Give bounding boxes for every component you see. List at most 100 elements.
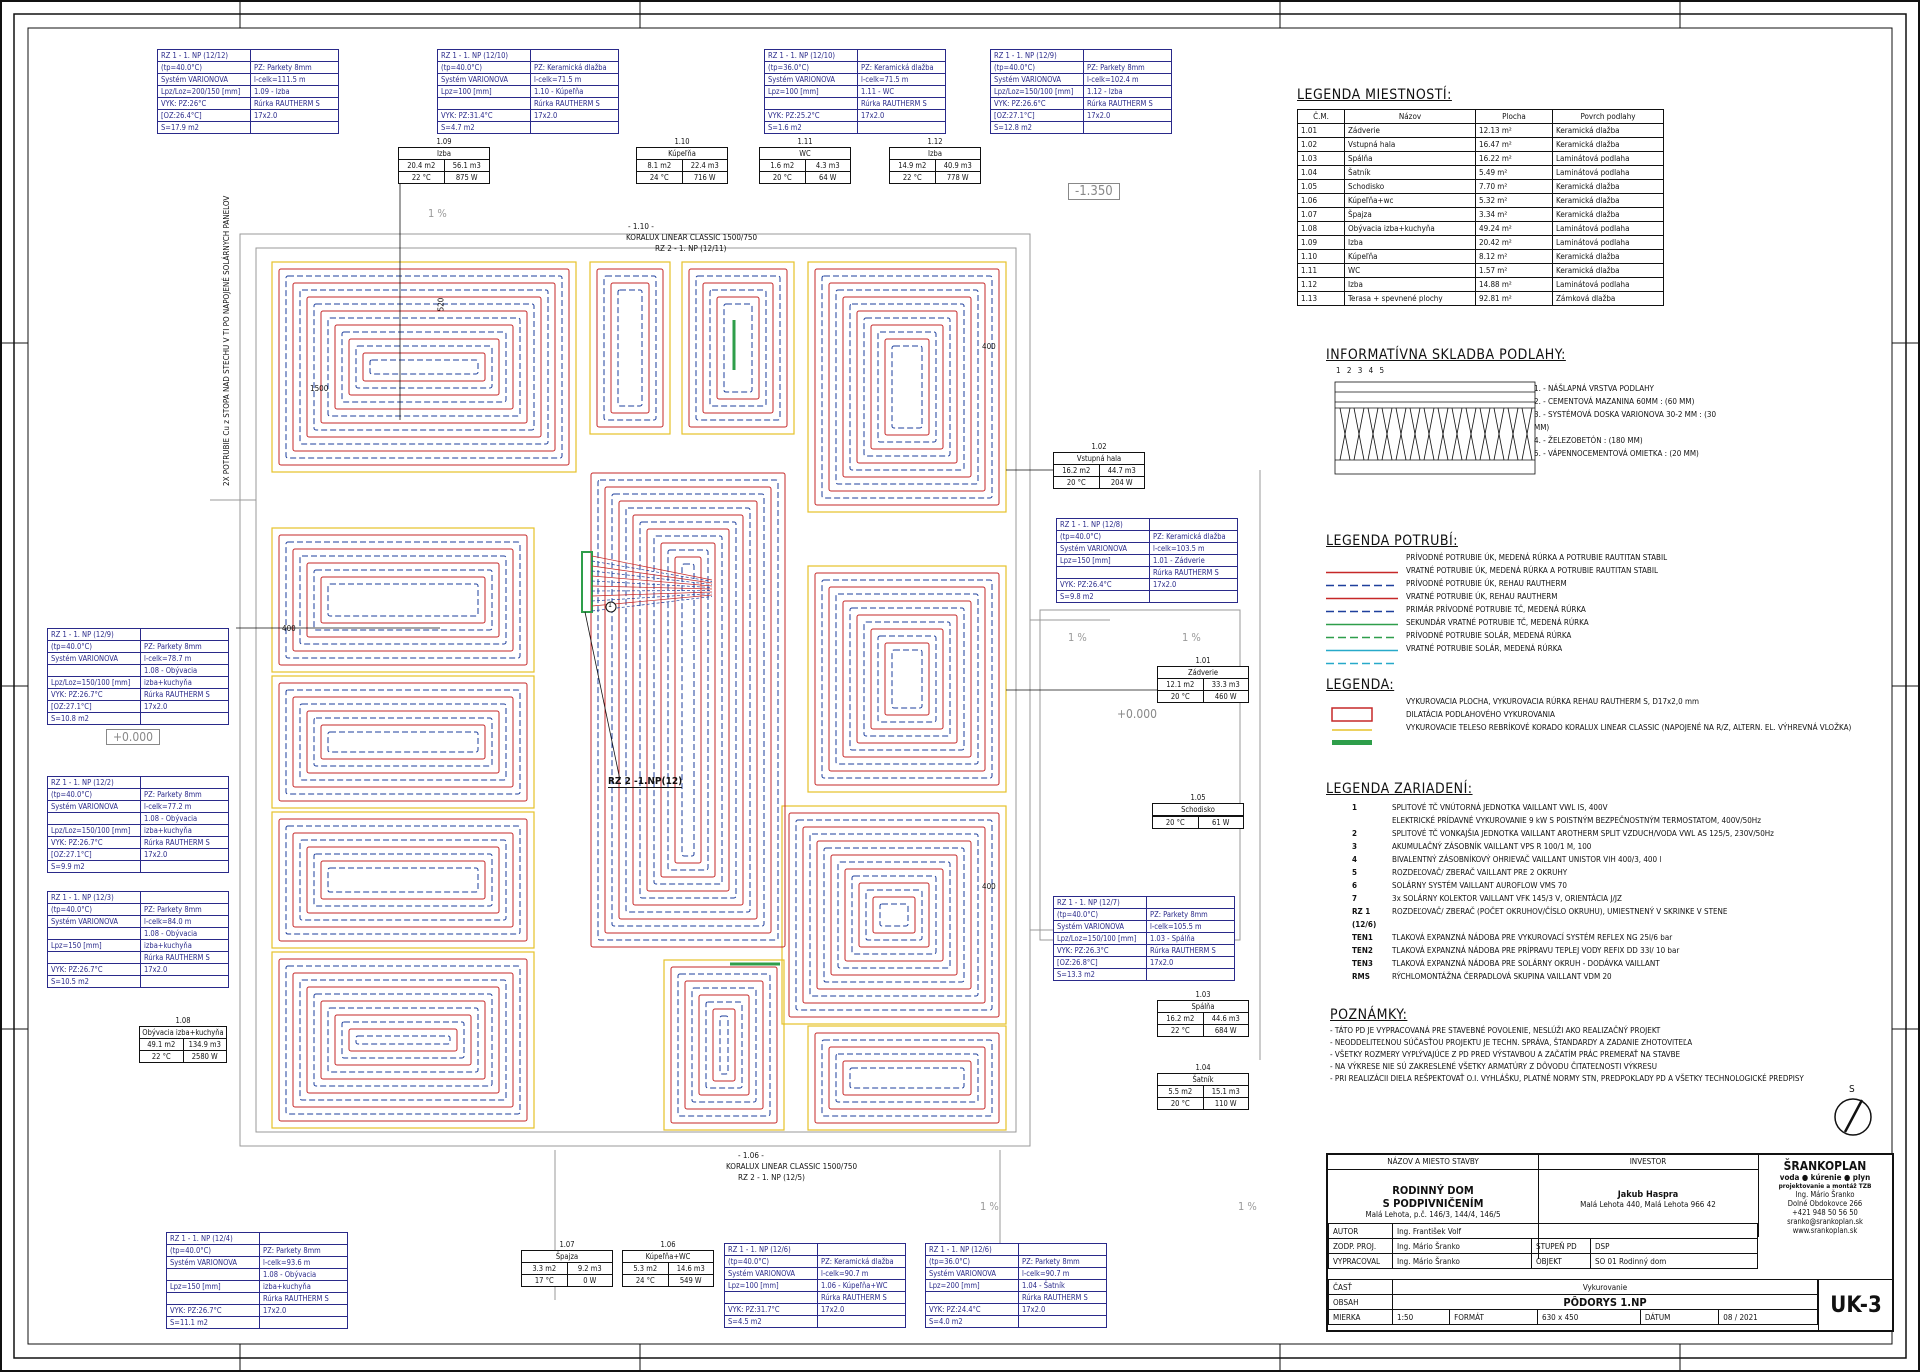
pipe-legend-item: PRÍVODNÉ POTRUBIE ÚK, MEDENÁ RÚRKA A POT… [1406,551,1886,564]
general-legend: LEGENDA: VYKUROVACIA PLOCHA, VYKUROVACIA… [1326,677,1906,734]
circuit-info-cell: VYK: PZ:25.2°C [765,110,858,121]
circuit-info-cell [926,1292,1019,1303]
vertical-note: 2X POTRUBIE Cu z STOPA NAD STECHU V TI P… [222,195,231,486]
rooms-table-cell: Spálňa [1344,151,1476,166]
circuit-info-cell: (tp=40.0°C) [158,62,251,73]
circuit-info-cell: l-celk=105.5 m [1150,922,1202,931]
circuit-info-cell: 17x2.0 [144,965,168,974]
room-number: 1.07 [559,1240,575,1249]
slope-label: 1 % [1068,631,1087,644]
north-label: S [1849,1084,1855,1095]
circuit-info-box: RZ 1 - 1. NP (12/10)(tp=40.0°C)PZ: Keram… [437,49,619,134]
pipe-legend-item: VRATNÉ POTRUBIE ÚK, MEDENÁ RÚRKA A POTRU… [1406,564,1886,577]
equipment-legend-title: LEGENDA ZARIADENÍ: [1326,781,1473,797]
circuit-info-cell: PZ: Keramická dlažba [821,1257,894,1266]
circuit-info-cell: Rúrka RAUTHERM S [263,1294,329,1303]
rooms-table-cell: Keramická dlažba [1552,263,1664,278]
room-temp: 20 °C [1158,691,1204,702]
rooms-table-cell: Kúpeľňa+wc [1344,193,1476,208]
circuit-info-cell: RZ 1 - 1. NP (12/2) [48,777,141,788]
circuit-info-cell: Lpz/Loz=150/100 [mm] [1054,933,1147,944]
room-volume: 44.6 m3 [1211,1014,1240,1023]
circuit-info-cell: l-celk=90.7 m [821,1269,869,1278]
room-number: 1.09 [436,137,452,146]
circuit-info-cell: Systém VARIONOVA [48,653,141,664]
room-name: Špajza [522,1251,612,1263]
room-number: 1.12 [927,137,943,146]
equipment-desc: RÝCHLOMONTÁŽNA ČERPADLOVÁ SKUPINA VAILLA… [1392,972,1612,981]
circuit-info-cell: l-celk=71.5 m [861,75,909,84]
room-name: Izba [890,148,980,160]
rooms-table-cell: 1.04 [1297,165,1345,180]
circuit-info-cell: VYK: PZ:24.4°C [926,1304,1019,1315]
circuit-info-cell: 17x2.0 [263,1306,287,1315]
room-power: 61 W [1212,818,1230,827]
circuit-info-cell [141,861,228,872]
circuit-info-cell: 1.09 - Izba [254,87,290,96]
room-temp: 22 °C [399,172,445,183]
circuit-info-cell: Rúrka RAUTHERM S [1150,946,1216,955]
objekt: SO 01 Rodinný dom [1590,1253,1758,1269]
general-legend-title: LEGENDA: [1326,677,1395,693]
circuit-info-cell: Rúrka RAUTHERM S [1153,568,1219,577]
rooms-table-cell: 5.32 m² [1475,193,1553,208]
circuit-info-cell: PZ: Parkety 8mm [144,905,202,914]
circuit-info-cell: S=4.7 m2 [438,122,531,133]
room-number: 1.05 [1190,793,1206,802]
circuit-info-cell: PZ: Parkety 8mm [144,790,202,799]
equipment-desc: ROZDEĽOVAČ/ ZBERAČ VAILLANT PRE 2 OKRUHY [1392,868,1568,877]
room-area: 12.1 m2 [1158,679,1204,690]
equipment-key: TEN2 [1352,946,1373,955]
circuit-info-cell: l-celk=84.0 m [144,917,192,926]
circuit-info-cell: (tp=40.0°C) [438,62,531,73]
rooms-table-cell: 5.49 m² [1475,165,1553,180]
circuit-info-cell: Systém VARIONOVA [438,74,531,85]
circuit-info-cell: 1.08 - Obývacia [144,666,198,675]
objekt-label: OBJEKT [1531,1253,1591,1269]
circuit-info-cell [48,952,141,963]
circuit-info-cell: (tp=36.0°C) [765,62,858,73]
vyprac-label: VYPRACOVAL [1328,1253,1393,1269]
room-volume: 22.4 m3 [690,161,719,170]
circuit-info-cell: S=1.6 m2 [765,122,858,133]
equipment-desc: TLAKOVÁ EXPANZNÁ NÁDOBA PRE SOLÁRNY OKRU… [1392,959,1660,968]
room-power: 684 W [1214,1026,1237,1035]
circuit-info-cell: l-celk=78.7 m [144,654,192,663]
mierka: 1:50 [1391,1309,1451,1325]
circuit-info-cell: 1.10 - Kúpeľňa [534,87,584,96]
note-item: - VŠETKY ROZMERY VYPLÝVAJÚCE Z PD PRED V… [1330,1050,1681,1059]
pipes-legend: LEGENDA POTRUBÍ: PRÍVODNÉ POTRUBIE ÚK, M… [1326,534,1886,655]
circuit-info-cell [251,50,338,61]
rooms-table-cell: 92.81 m² [1475,291,1553,306]
circuit-info-cell: l-celk=90.7 m [1022,1269,1070,1278]
room-temp: 20 °C [1153,817,1199,828]
circuit-info-cell: [OZ:27.1°C] [48,849,141,860]
circuit-info-box: RZ 1 - 1. NP (12/3)(tp=40.0°C)PZ: Parket… [47,891,229,988]
vyprac: Ing. Mário Šranko [1392,1253,1532,1269]
circuit-info-cell: S=10.5 m2 [48,976,141,987]
circuit-info-cell: RZ 1 - 1. NP (12/8) [1057,519,1150,530]
circuit-info-cell: Rúrka RAUTHERM S [861,99,927,108]
circuit-info-cell: (tp=40.0°C) [48,904,141,915]
circuit-info-cell: VYK: PZ:31.7°C [725,1304,818,1315]
room-power: 204 W [1110,478,1133,487]
equipment-desc: BIVALENTNÝ ZÁSOBNÍKOVÝ OHRIEVAČ VAILLANT… [1392,855,1662,864]
investor-name: Jakub Haspra [1617,1190,1679,1200]
room-area: 5.5 m2 [1158,1086,1204,1097]
circuit-info-cell: S=9.9 m2 [48,861,141,872]
rooms-table-cell: Zádverie [1344,123,1476,138]
circuit-info-cell [531,50,618,61]
room-area: 49.1 m2 [140,1039,184,1050]
floor-layer: 1. - NÁŠLAPNÁ VRSTVA PODLAHY [1534,384,1654,393]
equipment-key: 7 [1352,894,1358,903]
rooms-table-cell: 16.22 m² [1475,151,1553,166]
rooms-table-header: Č.M. [1297,109,1345,124]
circuit-info-cell: l-celk=103.5 m [1153,544,1205,553]
circuit-info-cell: izba+kuchyňa [144,678,192,687]
slope-label: 1 % [980,1200,999,1213]
